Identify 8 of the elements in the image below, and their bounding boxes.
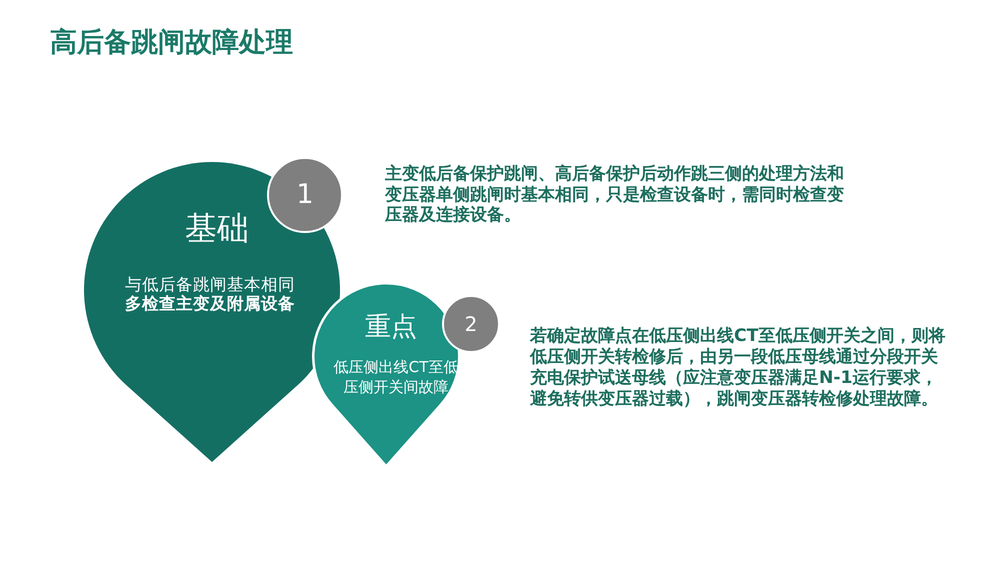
description-text: 主变低后备保护跳闸、高后备保护后动作跳三侧的处理方法和变压器单侧跳闸时基本相同，只是检查设备时，需同时检查变压器及连接设备。 (385, 163, 845, 224)
number-circle: 2 (442, 295, 500, 353)
description-text: 若确定故障点在低压侧出线CT至低压侧开关之间，则将低压侧开关转检修后，由另一段低压母线通过分段开关充电保护试送母线（应注意变压器满足N-1运行要求，避免转供变压器过载），跳闸变压器转检修处理故障。 (530, 326, 946, 410)
title: 高后备跳闸故障处理 (50, 27, 293, 59)
number-circle: 1 (267, 157, 343, 233)
heading-text: 重点 (364, 312, 418, 342)
body-text: 与低后备跳闸基本相同多检查主变及附属设备 (124, 275, 296, 313)
heading-text: 基础 (184, 209, 250, 247)
